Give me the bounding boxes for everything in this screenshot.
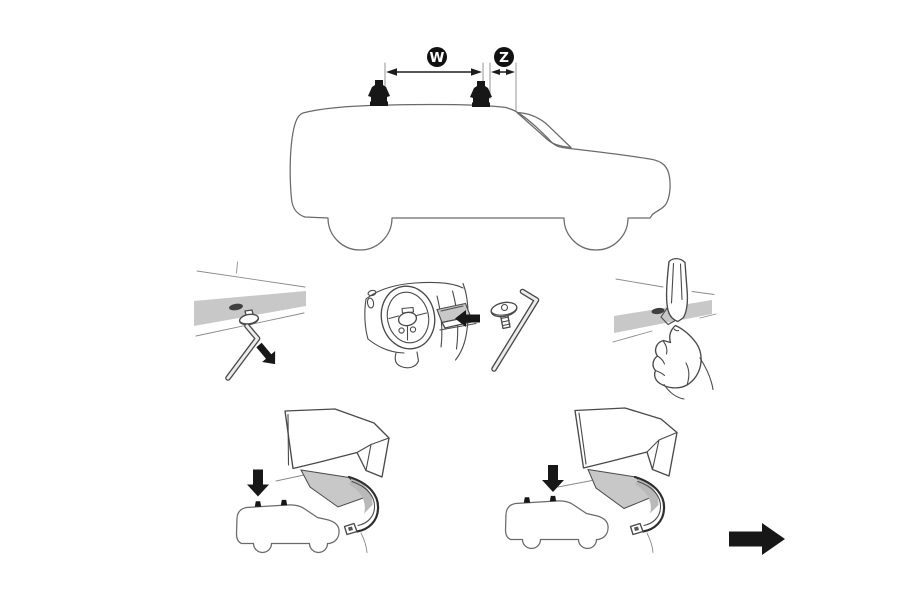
w-dimension: W bbox=[386, 47, 482, 76]
w-arrowhead-right-icon bbox=[471, 68, 482, 76]
door-frame-section bbox=[284, 408, 390, 478]
mount-hole bbox=[229, 303, 243, 311]
bracket-side-face bbox=[635, 477, 659, 514]
car-side-view bbox=[289, 80, 671, 251]
allen-key-icon bbox=[225, 323, 261, 381]
dashboard-illustration bbox=[364, 281, 480, 369]
z-badge-icon bbox=[494, 47, 514, 67]
crossbar-spacing-figure: W Z bbox=[289, 47, 671, 251]
stow-arrow-icon bbox=[455, 310, 480, 327]
door-frame-section bbox=[574, 407, 678, 477]
w-badge-label: W bbox=[430, 50, 445, 66]
pointing-hand-icon bbox=[652, 324, 714, 400]
step-mount-position-1-panel bbox=[235, 408, 390, 554]
position-2-arrow-icon bbox=[542, 465, 564, 492]
door-frame-band bbox=[614, 300, 712, 333]
frame-screw-icon bbox=[238, 309, 260, 326]
step-stow-tools-panel bbox=[364, 281, 540, 372]
foot-dot-front bbox=[549, 495, 557, 502]
spare-allen-key-icon bbox=[491, 288, 540, 372]
bracket-strap bbox=[629, 475, 666, 553]
rear-crossbar-foot-icon bbox=[368, 80, 390, 106]
clamp-bracket-icon bbox=[660, 257, 689, 326]
step-remove-screw-panel bbox=[194, 261, 306, 381]
pillar-line bbox=[236, 261, 238, 274]
w-badge-icon bbox=[427, 47, 447, 67]
next-page-arrow-icon bbox=[729, 523, 785, 555]
foot-dot-front bbox=[280, 499, 288, 506]
step-check-bracket-panel bbox=[612, 257, 717, 400]
car-outline bbox=[289, 103, 671, 251]
dimension-ticks bbox=[384, 62, 517, 112]
z-badge-label: Z bbox=[499, 50, 509, 66]
bracket-side-face bbox=[349, 478, 373, 514]
unscrew-arrow-icon bbox=[256, 342, 276, 365]
step-mount-position-2-panel bbox=[504, 407, 678, 553]
clamp-pad bbox=[300, 469, 367, 508]
foot-dot-rear bbox=[254, 501, 262, 507]
front-crossbar-foot-icon bbox=[470, 81, 492, 107]
clamp-pad bbox=[587, 468, 653, 510]
w-arrowhead-left-icon bbox=[386, 68, 397, 76]
z-arrowhead-left-icon bbox=[491, 69, 500, 75]
windshield-pillar bbox=[516, 111, 572, 149]
bracket-strap bbox=[343, 475, 380, 553]
spare-screw-icon bbox=[490, 301, 518, 330]
mini-car-position-2 bbox=[504, 495, 609, 550]
z-arrowhead-right-icon bbox=[506, 69, 515, 75]
position-1-arrow-icon bbox=[247, 469, 269, 497]
steering-wheel-icon bbox=[380, 285, 436, 350]
foot-dot-rear bbox=[523, 497, 531, 503]
roof-edge-line bbox=[196, 270, 306, 288]
z-dimension: Z bbox=[491, 47, 515, 75]
mount-hole bbox=[651, 307, 665, 315]
door-frame-band bbox=[194, 291, 306, 326]
mini-car-position-1 bbox=[235, 499, 340, 554]
